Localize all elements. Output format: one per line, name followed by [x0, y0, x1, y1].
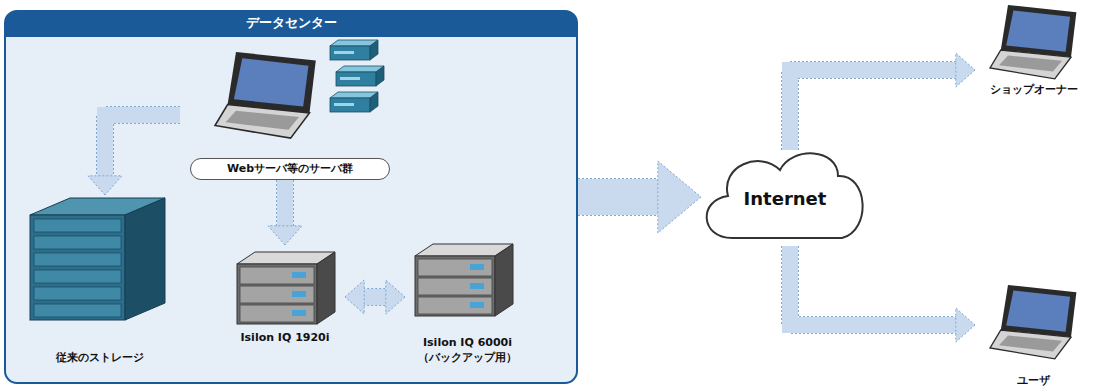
node-label: 従来のストレージ — [56, 350, 144, 365]
datacenter-panel: データセンター Webサーバ等のサーバ群従来のストレージ Isilon IQ 192… — [4, 10, 578, 384]
node-label: Internet — [701, 188, 869, 209]
internet-cloud: Internet — [701, 150, 869, 246]
flow-arrow — [578, 161, 701, 233]
flow-arrow — [790, 246, 975, 342]
storage-unit: Isilon IQ 1920i — [225, 245, 345, 345]
flow-arrow — [88, 115, 180, 195]
backup-unit: Isilon IQ 6000i （バックアップ用） — [405, 235, 530, 365]
node-label: Webサーバ等のサーバ群 — [190, 158, 390, 180]
panel-title: データセンター — [4, 10, 578, 36]
node-label: Isilon IQ 1920i — [240, 330, 329, 345]
storage-rack: 従来のストレージ — [30, 195, 170, 365]
node-label: ユーザ — [1017, 373, 1050, 388]
node-label: Isilon IQ 6000i （バックアップ用） — [415, 335, 521, 365]
flow-arrow — [268, 180, 302, 245]
flow-arrow — [345, 280, 405, 314]
server-group: Webサーバ等のサーバ群 — [180, 50, 400, 180]
flow-arrow — [790, 53, 975, 150]
node-label: ショップオーナー — [990, 82, 1078, 97]
client-laptop: ユーザ — [975, 282, 1092, 388]
client-laptop: ショップオーナー — [975, 5, 1092, 97]
